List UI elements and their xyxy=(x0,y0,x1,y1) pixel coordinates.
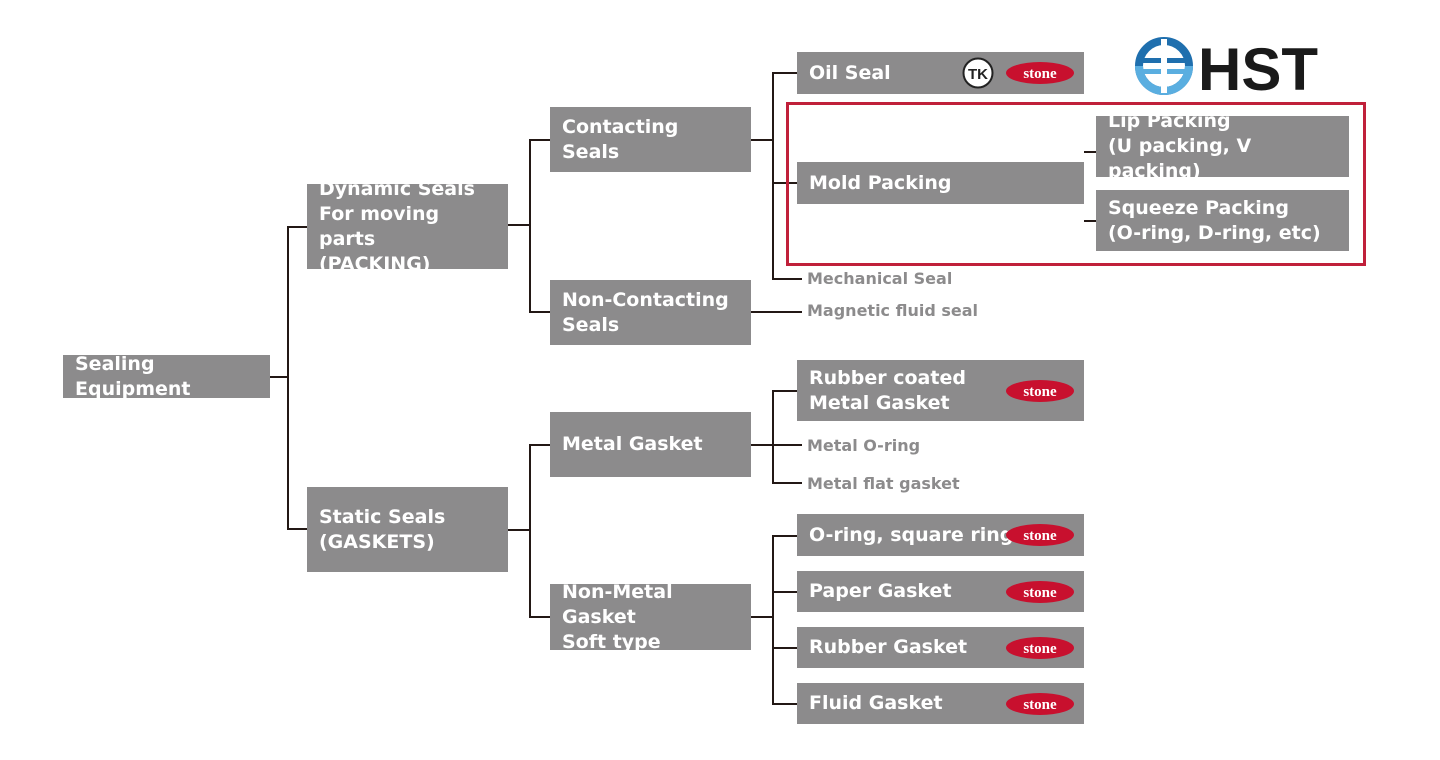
node-label: Sealing Equipment xyxy=(75,352,191,400)
svg-text:stone: stone xyxy=(1023,641,1057,657)
connector-line xyxy=(772,535,797,537)
stone-logo: stone xyxy=(1006,580,1074,603)
connector-line xyxy=(772,647,797,649)
stone-logo: stone xyxy=(1006,692,1074,715)
connector-line xyxy=(287,226,307,228)
connector-line xyxy=(772,278,802,280)
connector-line xyxy=(1084,220,1096,222)
node-oring-square-ring: O-ring, square ring stone xyxy=(797,514,1084,556)
connector-line xyxy=(772,72,797,74)
node-squeeze-packing: Squeeze Packing (O-ring, D-ring, etc) xyxy=(1096,190,1349,251)
hst-logo: HST xyxy=(1135,36,1318,96)
node-lip-packing: Lip Packing (U packing, V packing) xyxy=(1096,110,1349,182)
node-mold-packing: Mold Packing xyxy=(797,162,1084,204)
connector-line xyxy=(529,139,550,141)
svg-text:stone: stone xyxy=(1023,585,1057,601)
node-metal-gasket: Metal Gasket xyxy=(550,412,751,477)
node-label: Non-Metal Gasket Soft type xyxy=(562,580,673,653)
connector-line xyxy=(772,535,774,705)
leaf-magnetic-fluid-seal: Magnetic fluid seal xyxy=(807,301,979,320)
node-label: Rubber coated Metal Gasket xyxy=(809,366,966,414)
stone-logo: stone xyxy=(1006,636,1074,659)
node-contacting-seals: Contacting Seals xyxy=(550,107,751,172)
node-fluid-gasket: Fluid Gasket stone xyxy=(797,683,1084,724)
stone-logo: stone xyxy=(1006,379,1074,402)
connector-line xyxy=(772,591,797,593)
connector-line xyxy=(751,311,802,313)
node-label: Rubber Gasket xyxy=(809,636,968,658)
svg-text:HST: HST xyxy=(1198,36,1318,96)
connector-line xyxy=(1084,151,1096,153)
node-label: O-ring, square ring xyxy=(809,523,1014,546)
node-label: Fluid Gasket xyxy=(809,692,943,714)
svg-text:stone: stone xyxy=(1023,528,1057,544)
svg-text:stone: stone xyxy=(1023,66,1057,82)
node-non-metal-gasket: Non-Metal Gasket Soft type xyxy=(550,581,751,653)
connector-line xyxy=(772,72,774,280)
node-label: Squeeze Packing (O-ring, D-ring, etc) xyxy=(1108,196,1321,244)
svg-text:stone: stone xyxy=(1023,697,1057,713)
node-label: Contacting Seals xyxy=(562,115,679,163)
connector-line xyxy=(287,528,307,530)
highlight-frame xyxy=(786,102,1366,266)
connector-line xyxy=(287,226,289,530)
node-label: Lip Packing (U packing, V packing) xyxy=(1108,110,1252,182)
node-label: Static Seals (GASKETS) xyxy=(319,505,446,553)
connector-line xyxy=(529,139,531,313)
connector-line xyxy=(772,444,802,446)
connector-line xyxy=(508,224,530,226)
node-label: Non-Contacting Seals xyxy=(562,288,729,336)
connector-line xyxy=(529,444,531,618)
connector-line xyxy=(529,311,550,313)
node-paper-gasket: Paper Gasket stone xyxy=(797,571,1084,612)
leaf-mechanical-seal: Mechanical Seal xyxy=(807,269,953,288)
node-label: Oil Seal xyxy=(809,61,891,84)
connector-line xyxy=(751,444,773,446)
node-label: Dynamic Seals For moving parts (PACKING) xyxy=(319,177,475,275)
connector-line xyxy=(751,616,773,618)
connector-line xyxy=(772,703,797,705)
node-oil-seal: Oil Seal TK stone xyxy=(797,52,1084,94)
connector-line xyxy=(529,616,550,618)
connector-line xyxy=(751,139,773,141)
connector-line xyxy=(772,390,797,392)
node-rubber-coated-metal-gasket: Rubber coated Metal Gasket stone xyxy=(797,360,1084,421)
connector-line xyxy=(508,529,530,531)
node-non-contacting-seals: Non-Contacting Seals xyxy=(550,280,751,345)
node-label: Metal Gasket xyxy=(562,433,703,455)
leaf-metal-oring: Metal O-ring xyxy=(807,436,921,455)
node-label: Mold Packing xyxy=(809,171,952,194)
leaf-metal-flat-gasket: Metal flat gasket xyxy=(807,474,960,493)
stone-logo: stone xyxy=(1006,524,1074,546)
node-static-seals: Static Seals (GASKETS) xyxy=(307,487,508,572)
connector-line xyxy=(529,444,550,446)
tk-logo: TK xyxy=(962,57,994,89)
node-rubber-gasket: Rubber Gasket stone xyxy=(797,627,1084,668)
stone-logo: stone xyxy=(1006,62,1074,84)
connector-line xyxy=(772,482,802,484)
svg-text:stone: stone xyxy=(1023,384,1057,400)
node-sealing-equipment: Sealing Equipment xyxy=(63,353,270,400)
connector-line xyxy=(270,376,288,378)
svg-text:TK: TK xyxy=(968,66,988,83)
node-dynamic-seals: Dynamic Seals For moving parts (PACKING) xyxy=(307,178,508,275)
connector-line xyxy=(772,182,797,184)
connector-line xyxy=(772,390,774,484)
node-label: Paper Gasket xyxy=(809,580,952,602)
